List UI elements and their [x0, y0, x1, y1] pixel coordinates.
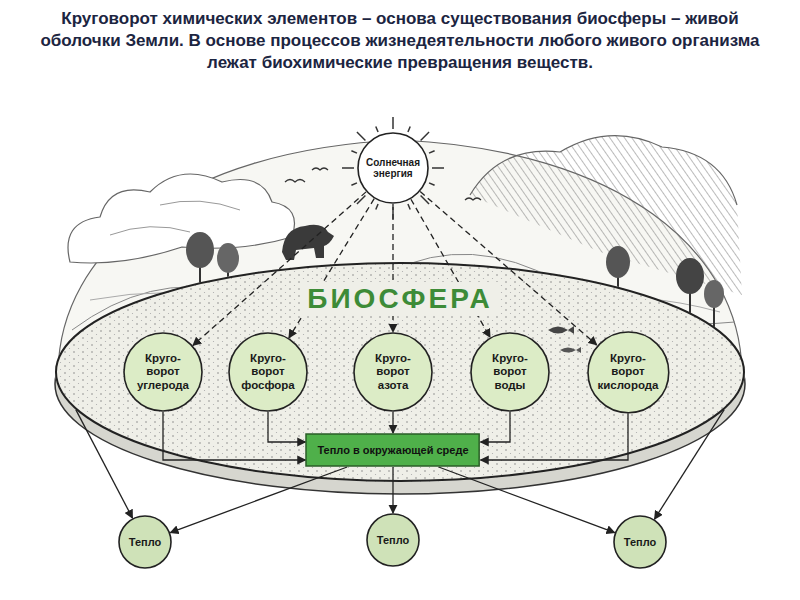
sun-ray [421, 196, 429, 204]
sun-ray [342, 167, 354, 169]
trees [217, 243, 239, 273]
heat-circle: Тепло [613, 515, 667, 569]
biosphere-ellipse-shape [56, 263, 744, 481]
sun-circle-label: Солнечная энергия [366, 157, 420, 180]
sun-ray [408, 126, 410, 132]
birds [285, 180, 305, 183]
heat-circle: Тепло [118, 515, 172, 569]
flow-arrow [481, 412, 510, 442]
cycle-circle-shape [124, 333, 202, 411]
sun-ray [429, 183, 435, 185]
heat-box-label: Тепло в окружающей среде [317, 444, 468, 456]
biosphere-ellipse: БИОСФЕРА Круго- ворот углерода Круго- воро… [55, 262, 745, 482]
cycle-circle-shape [229, 333, 307, 411]
cycle-circle: Круго- ворот углерода [123, 332, 203, 412]
cycle-circle-label: Круго- ворот воды [492, 352, 528, 392]
heat-box-shape [306, 434, 479, 466]
sun-ray [429, 151, 435, 153]
trees [713, 305, 715, 328]
sun-ray [376, 126, 378, 132]
heat-circle-shape [119, 516, 171, 568]
bear [282, 225, 334, 260]
sun-ray [392, 207, 394, 219]
heat-box: Тепло в окружающей среде [305, 433, 480, 467]
cycle-circle-label: Круго- ворот азота [375, 352, 411, 392]
sun-ray [432, 167, 444, 169]
heat-circle: Тепло [366, 513, 420, 567]
flow-arrow [76, 410, 133, 518]
sun-ray [392, 117, 394, 129]
sun-ray [357, 196, 365, 204]
biosphere-ellipse-label: БИОСФЕРА [301, 282, 498, 316]
cycle-circle: Круго- ворот воды [470, 332, 550, 412]
birds [312, 168, 328, 170]
clouds [470, 136, 737, 205]
heat-circle-label: Тепло [377, 534, 410, 547]
flow-arrow [170, 467, 347, 533]
trees [676, 258, 704, 294]
flow-arrow [481, 413, 628, 460]
cycle-circle-shape [588, 332, 669, 413]
flow-arrow [439, 467, 615, 533]
sun-ray [421, 132, 429, 140]
clouds [68, 174, 295, 263]
heat-circle-shape [367, 514, 419, 566]
energy-arrow [193, 192, 366, 346]
trees [606, 246, 630, 278]
fish [548, 326, 581, 353]
biosphere-disc [55, 262, 745, 494]
sun-ray [376, 204, 378, 210]
cycle-circle: Круго- ворот кислорода [587, 331, 670, 414]
fish [548, 326, 574, 334]
bear [282, 225, 334, 260]
energy-arrow [411, 199, 490, 337]
title: Круговорот химических элементов – основа… [40, 8, 760, 74]
flow-arrow [268, 412, 305, 442]
sun-circle: Солнечная энергия [357, 132, 429, 204]
sun-circle-shape [358, 133, 428, 203]
trees [186, 232, 214, 268]
sun-ray [408, 204, 410, 210]
sun-ray [351, 151, 357, 153]
cycle-circle: Круго- ворот фосфора [228, 332, 308, 412]
biosphere-disc [55, 262, 745, 482]
trees [704, 280, 724, 308]
cycle-circle-shape [471, 333, 549, 411]
fish [560, 347, 581, 353]
sun-ray [357, 132, 365, 140]
birds [465, 198, 481, 200]
flow-arrow [392, 412, 393, 433]
cycle-circle-label: Круго- ворот углерода [137, 352, 189, 392]
cycle-circle-shape [354, 333, 432, 411]
flow-arrow [392, 467, 393, 513]
heat-circle-label: Тепло [624, 536, 657, 549]
flow-arrow [163, 412, 305, 460]
heat-circle-label: Тепло [129, 536, 162, 549]
sun-ray [351, 183, 357, 185]
clouds [110, 201, 240, 235]
cycle-circle-label: Круго- ворот кислорода [597, 352, 658, 392]
cycle-circle: Круго- ворот азота [353, 332, 433, 412]
flow-arrow [654, 410, 724, 520]
cycle-circle-label: Круго- ворот фосфора [241, 352, 295, 392]
biosphere-disc [55, 262, 745, 482]
heat-circle-shape [614, 516, 666, 568]
